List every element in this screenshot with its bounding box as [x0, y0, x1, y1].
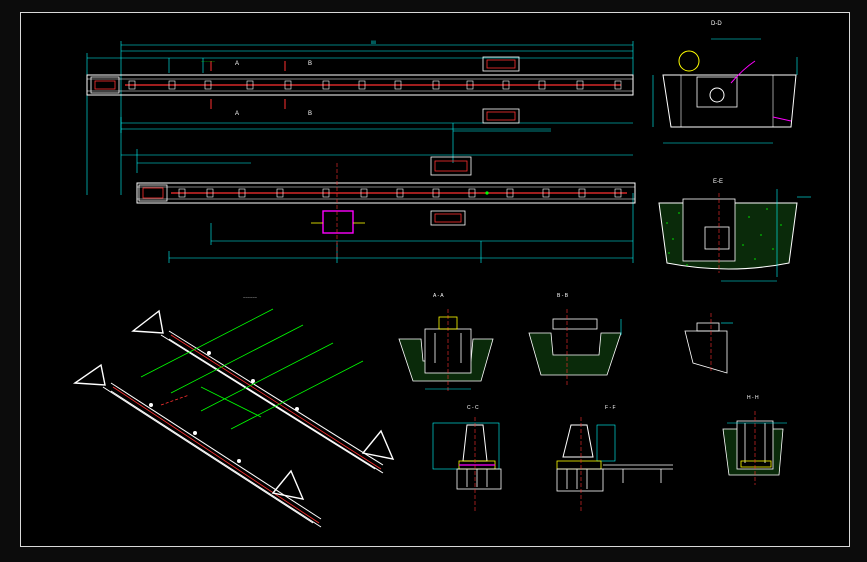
top-end-block: [90, 76, 120, 94]
detail-plate-4: [430, 210, 466, 226]
top-beam-plan: |||||: [86, 39, 634, 195]
iso-note: ~~~~~~: [243, 295, 258, 300]
section-a-a: A - A: [398, 293, 494, 393]
title-d-d: D-D: [711, 21, 722, 27]
section-h-h: H - H: [722, 395, 787, 485]
title-b-b: B - B: [557, 293, 569, 299]
detail-plate-2: [482, 108, 520, 124]
section-f-f: F - F: [556, 405, 673, 513]
section-mark-a-top: A: [235, 61, 239, 67]
drawing-canvas[interactable]: |||||: [21, 13, 849, 546]
detail-plate-1: [482, 56, 520, 72]
top-section-cuts: [210, 61, 286, 109]
lower-beam-body: [136, 182, 636, 204]
top-dimensions: [86, 41, 634, 195]
section-mark-b-top: B: [308, 61, 312, 67]
d-d-callout: [678, 50, 700, 72]
top-green-note: ~~~~~~: [201, 59, 216, 64]
small-detail-right: [684, 313, 733, 374]
top-anchor-plates: [128, 80, 622, 90]
title-h-h: H - H: [747, 395, 759, 401]
lower-anchor-plates: [178, 188, 622, 198]
title-a-a: A - A: [433, 293, 444, 299]
lower-end-block: [138, 184, 168, 202]
drawing-sheet: |||||: [20, 12, 850, 547]
isometric-view: ~~~~~~: [72, 295, 395, 528]
section-b-b: B - B: [528, 293, 622, 385]
section-e-e: E-E: [658, 179, 811, 282]
title-e-e: E-E: [713, 179, 723, 185]
section-mark-a-bottom: A: [235, 111, 239, 117]
title-f-f: F - F: [605, 405, 616, 411]
title-c-c: C - C: [467, 405, 479, 411]
overall-length-label: |||||: [371, 39, 376, 44]
top-beam-body: [86, 74, 634, 96]
magenta-section-box: [322, 210, 354, 234]
detail-plate-3: [430, 156, 472, 176]
lower-dimensions: [121, 149, 634, 263]
section-d-d: D-D: [652, 21, 798, 144]
lower-beam-plan: [121, 149, 636, 263]
section-mark-b-bottom: B: [308, 111, 312, 117]
section-c-c: C - C: [432, 405, 502, 513]
